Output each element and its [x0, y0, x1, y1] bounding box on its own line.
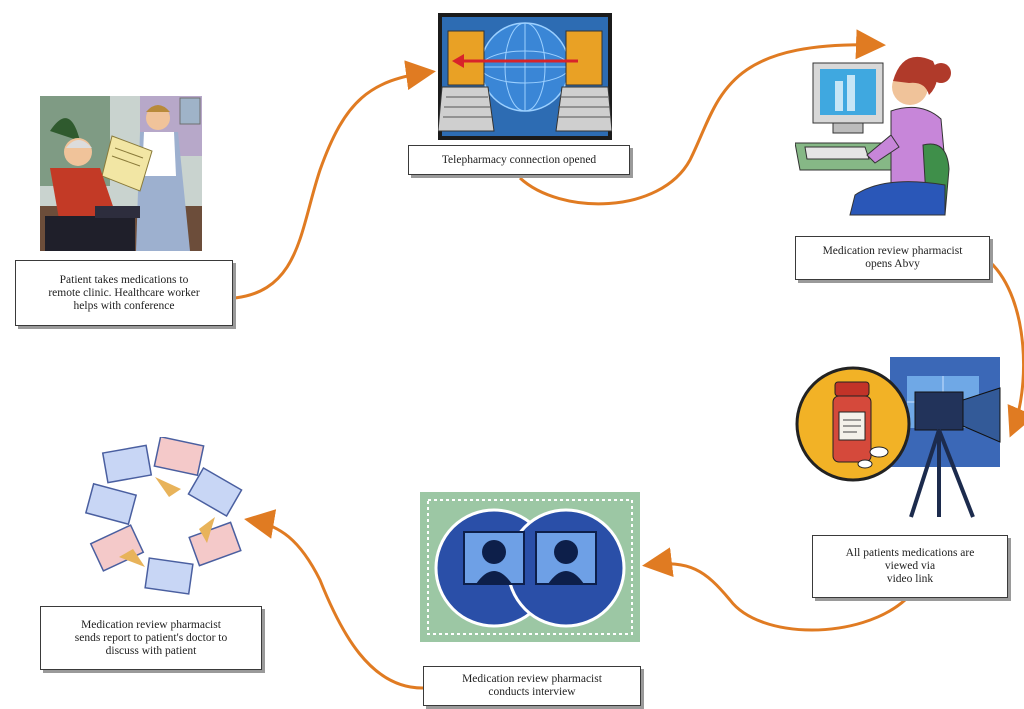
report-documents-icon: [85, 437, 243, 595]
pharmacist-at-computer-icon: [795, 56, 951, 216]
connector-5: [244, 509, 426, 690]
caption-patient-clinic: Patient takes medications to remote clin…: [15, 260, 233, 326]
telepharmacy-connection-icon: [438, 13, 612, 140]
connector-2: [518, 29, 886, 206]
connector-4: [642, 547, 906, 632]
caption-video-review: All patients medications are viewed via …: [812, 535, 1008, 598]
connector-3: [988, 260, 1024, 438]
caption-connection: Telepharmacy connection opened: [408, 145, 630, 175]
patient-healthcare-worker-icon: [40, 96, 202, 251]
caption-interview: Medication review pharmacist conducts in…: [423, 666, 641, 706]
caption-pharmacist-opens: Medication review pharmacist opens Abvy: [795, 236, 990, 280]
pill-bottle-video-camera-icon: [795, 357, 1001, 518]
interview-two-heads-icon: [420, 492, 640, 642]
connector-1: [234, 60, 436, 300]
caption-report: Medication review pharmacist sends repor…: [40, 606, 262, 670]
